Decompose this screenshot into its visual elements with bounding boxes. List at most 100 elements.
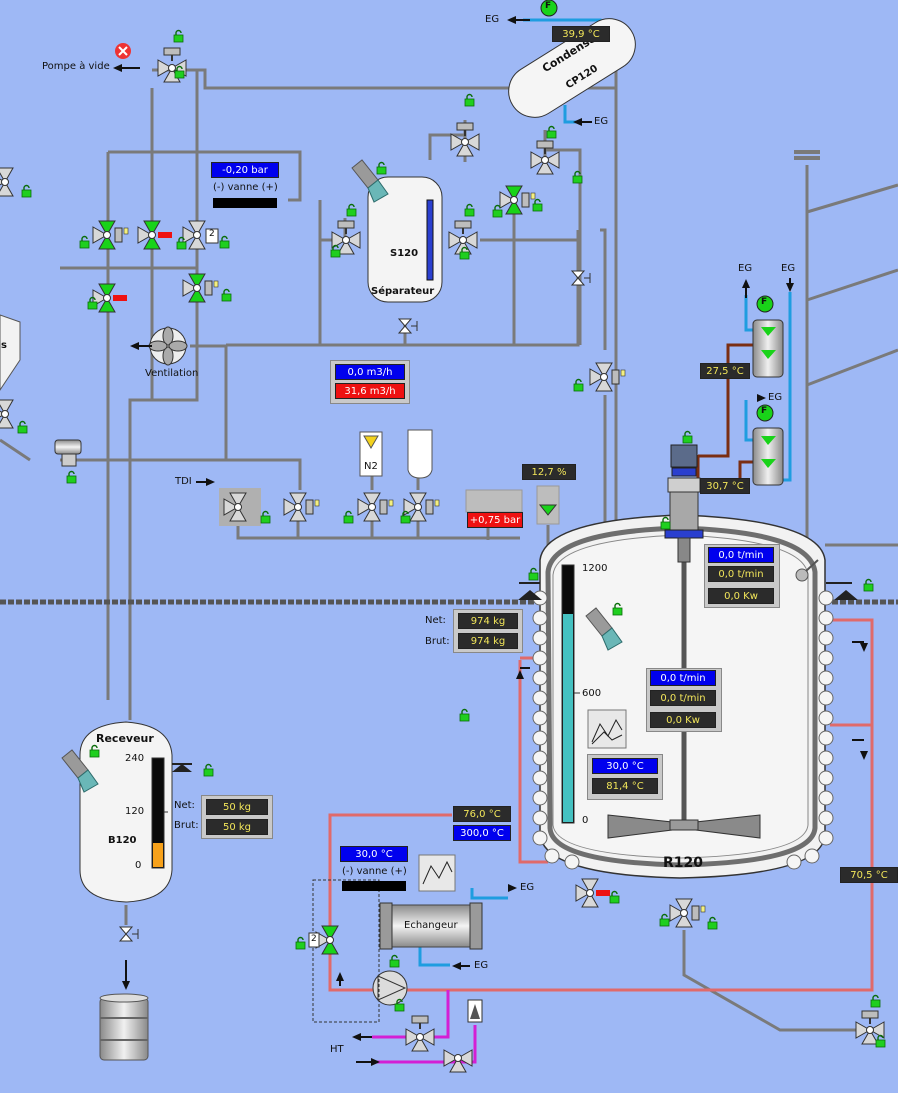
valve-green-3[interactable] bbox=[92, 283, 127, 313]
valve-number-1: 2 bbox=[209, 229, 215, 239]
valve-reactor-jacket[interactable] bbox=[575, 878, 610, 908]
receveur-scale-min: 0 bbox=[135, 860, 142, 871]
valve-exchanger-green[interactable] bbox=[308, 925, 339, 955]
eg-label-cool-2: EG bbox=[768, 392, 783, 403]
cooler-2[interactable] bbox=[752, 427, 784, 486]
receveur-name: Receveur bbox=[96, 732, 154, 745]
separator-valve-mode: (-) vanne (+) bbox=[213, 182, 278, 193]
agitator-top-speed-1: 0,0 t/min bbox=[708, 547, 774, 563]
reactor-temp-set: 30,0 °C bbox=[592, 758, 658, 774]
flow-badge-text-2: F bbox=[761, 297, 768, 307]
eg-label-cool-in: EG bbox=[738, 263, 753, 274]
fan-icon[interactable] bbox=[148, 326, 188, 366]
valve-feed-2[interactable] bbox=[283, 492, 320, 522]
alarm-x-icon[interactable] bbox=[115, 43, 131, 59]
agitator-top-speed-2: 0,0 t/min bbox=[708, 566, 774, 582]
valve-green-4[interactable] bbox=[182, 273, 219, 303]
level-percent: 12,7 % bbox=[522, 464, 576, 480]
separator-pressure-panel: -0,20 bar (-) vanne (+) bbox=[207, 160, 281, 210]
flow-badge-text-3: F bbox=[761, 406, 768, 416]
separator-sub: Séparateur bbox=[371, 286, 435, 297]
reactor-temp-act: 81,4 °C bbox=[592, 778, 658, 794]
receveur-code: B120 bbox=[108, 835, 137, 846]
exchanger-trend-icon[interactable] bbox=[418, 854, 456, 892]
agitator-mid-power: 0,0 Kw bbox=[650, 712, 716, 728]
valve-ht-2[interactable] bbox=[443, 1049, 473, 1073]
valve-reactor-feed[interactable] bbox=[589, 362, 626, 392]
reactor-name: R120 bbox=[663, 855, 704, 871]
valve-green-1[interactable] bbox=[92, 220, 129, 250]
condenser-temp: 39,9 °C bbox=[552, 26, 610, 42]
agitator-top-panel: 0,0 t/min 0,0 t/min 0,0 Kw bbox=[704, 544, 780, 608]
n2-label: N2 bbox=[364, 461, 378, 472]
separator-valve-bar[interactable] bbox=[213, 198, 277, 208]
valve-receveur-bottom[interactable] bbox=[119, 926, 139, 942]
flow-badge-text-1: F bbox=[545, 1, 552, 11]
eg-label-exch-1: EG bbox=[520, 882, 535, 893]
agitator-mid-speed-2: 0,0 t/min bbox=[650, 690, 716, 706]
reactor-jacket-coils bbox=[532, 590, 834, 870]
jacket-return-temp: 70,5 °C bbox=[840, 867, 898, 883]
echangeur-label: Echangeur bbox=[404, 920, 458, 931]
reactor-pressure: +0,75 bar bbox=[467, 512, 523, 528]
reactor-brut-label: Brut: bbox=[425, 636, 450, 647]
valve-bottom-right[interactable] bbox=[855, 1010, 885, 1045]
drum-icon bbox=[99, 993, 149, 1061]
eg-label-cool-out: EG bbox=[781, 263, 796, 274]
reactor-scale-min: 0 bbox=[582, 815, 589, 826]
flow-value-1: 0,0 m3/h bbox=[335, 364, 405, 380]
cooler-1[interactable] bbox=[752, 319, 784, 378]
receveur-brut-label: Brut: bbox=[174, 820, 199, 831]
separator-pressure: -0,20 bar bbox=[211, 162, 279, 178]
reactor-net: 974 kg bbox=[458, 613, 518, 629]
valve-ht-1[interactable] bbox=[405, 1015, 435, 1052]
valve-left-edge-2[interactable] bbox=[0, 399, 14, 429]
reactor-net-label: Net: bbox=[425, 615, 446, 626]
receveur-brut: 50 kg bbox=[206, 819, 268, 835]
eg-label-cond: EG bbox=[594, 116, 609, 127]
valve-sep-bottom[interactable] bbox=[398, 318, 418, 334]
reactor-temp-panel: 30,0 °C 81,4 °C bbox=[587, 754, 663, 800]
valve-sep-left[interactable] bbox=[331, 220, 361, 255]
receveur-net-label: Net: bbox=[174, 800, 195, 811]
exchanger[interactable] bbox=[379, 902, 483, 950]
ht-label: HT bbox=[330, 1044, 344, 1055]
exchanger-valve-bar[interactable] bbox=[342, 881, 406, 891]
tdi-label: TDI bbox=[175, 476, 192, 487]
separator-name: S120 bbox=[390, 248, 419, 259]
valve-green-5[interactable] bbox=[499, 185, 536, 215]
flow-arrows bbox=[113, 16, 868, 1066]
flow-panel: 0,0 m3/h 31,6 m3/h bbox=[330, 360, 410, 404]
valve-number-2: 2 bbox=[311, 934, 317, 944]
reactor-scale-mid: 600 bbox=[582, 688, 602, 699]
flow-value-2: 31,6 m3/h bbox=[335, 383, 405, 399]
reactor-brut: 974 kg bbox=[458, 633, 518, 649]
jacket-temp-2: 300,0 °C bbox=[453, 825, 511, 841]
receveur-scale-max: 240 bbox=[125, 753, 145, 764]
valve-reactor-bottom[interactable] bbox=[669, 898, 706, 928]
ventilation-label: Ventilation bbox=[145, 368, 199, 379]
hot-pipes bbox=[328, 618, 874, 992]
exchanger-valve-mode: (-) vanne (+) bbox=[342, 866, 407, 877]
valve-n2[interactable] bbox=[357, 492, 394, 522]
agitator-top-power: 0,0 Kw bbox=[708, 588, 774, 604]
condenser-cp120[interactable] bbox=[499, 9, 645, 127]
valve-3[interactable] bbox=[182, 220, 219, 250]
pump-icon[interactable] bbox=[372, 970, 408, 1006]
valve-cond-1[interactable] bbox=[450, 122, 480, 157]
agitator-mid-speed-1: 0,0 t/min bbox=[650, 670, 716, 686]
valve-cond-2[interactable] bbox=[530, 140, 560, 175]
eg-label-exch-2: EG bbox=[474, 960, 489, 971]
valve-tdi[interactable] bbox=[219, 488, 261, 526]
receveur-scale-mid: 120 bbox=[125, 806, 145, 817]
cooler-temp-2: 30,7 °C bbox=[700, 478, 750, 494]
valve-left-edge[interactable] bbox=[0, 167, 14, 197]
jacket-temp-1: 76,0 °C bbox=[453, 806, 511, 822]
receveur-b120[interactable] bbox=[79, 721, 173, 903]
valve-sep-right[interactable] bbox=[448, 220, 478, 255]
receveur-net: 50 kg bbox=[206, 799, 268, 815]
cooler-temp-1: 27,5 °C bbox=[700, 363, 750, 379]
ht-pipes bbox=[372, 990, 477, 1064]
valve-green-2[interactable] bbox=[137, 220, 172, 250]
separator-s120[interactable] bbox=[367, 176, 443, 303]
